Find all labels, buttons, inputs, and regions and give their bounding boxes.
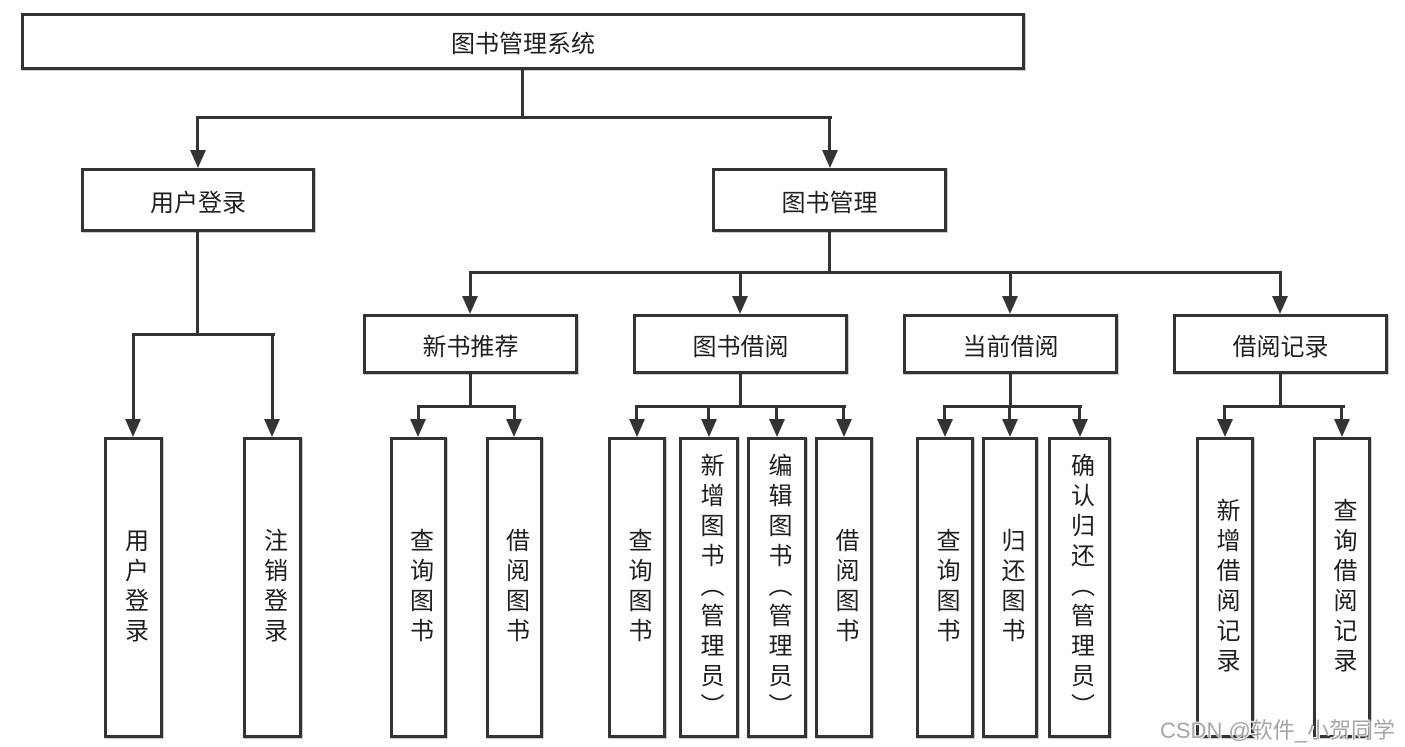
connector-drop-add-books <box>707 405 710 421</box>
connector-new-book-stem <box>469 374 472 408</box>
leaf-return-books: 归还图书 <box>982 437 1038 738</box>
connector-new-book-rail <box>417 405 516 408</box>
connector-user-login-stem <box>196 232 199 336</box>
connector-book-borrow-stem <box>739 374 742 408</box>
leaf-user-login: 用户登录 <box>104 437 163 738</box>
leaf-add-borrow-record: 新增借阅记录 <box>1196 437 1254 738</box>
leaf-query-books-current: 查询图书 <box>916 437 974 738</box>
arrowhead-new-book <box>462 296 478 314</box>
connector-drop-user-login <box>196 116 199 152</box>
node-library-system: 图书管理系统 <box>21 13 1025 70</box>
connector-root-stem <box>521 69 524 119</box>
connector-drop-return-books <box>1008 405 1011 421</box>
node-borrow-records: 借阅记录 <box>1173 314 1388 374</box>
leaf-confirm-return-admin: 确认归还（管理员） <box>1048 437 1111 738</box>
leaf-borrow-books: 借阅图书 <box>815 437 873 738</box>
connector-drop-query-books-a <box>417 405 420 421</box>
connector-drop-query-books-c <box>943 405 946 421</box>
connector-drop-query-borrow-record <box>1340 405 1343 421</box>
leaf-add-books-admin: 新增图书（管理员） <box>679 437 739 738</box>
node-borrow-records-label: 借阅记录 <box>1232 333 1329 361</box>
node-book-management-label: 图书管理 <box>781 189 878 217</box>
connector-drop-borrow-books-a <box>513 405 516 421</box>
arrowhead-book-borrow <box>732 296 748 314</box>
connector-drop-new-book <box>469 271 472 298</box>
leaf-query-books-borrow: 查询图书 <box>608 437 666 738</box>
arrowhead-query-books-a <box>410 419 426 437</box>
arrowhead-leaf-logout <box>264 419 280 437</box>
arrowhead-query-books-c <box>937 419 953 437</box>
connector-drop-query-books-b <box>635 405 638 421</box>
node-current-borrow: 当前借阅 <box>903 314 1118 374</box>
connector-book-borrow-rail <box>635 405 846 408</box>
connector-drop-borrow-books-b <box>842 405 845 421</box>
node-current-borrow-label: 当前借阅 <box>962 333 1059 361</box>
node-user-login-label: 用户登录 <box>150 189 246 217</box>
csdn-watermark: CSDN @软件_小贺同学 <box>1160 718 1396 743</box>
connector-user-login-rail <box>132 333 275 336</box>
arrowhead-query-borrow-record <box>1334 419 1350 437</box>
connector-drop-book-borrow <box>739 271 742 298</box>
leaf-edit-books-admin: 编辑图书（管理员） <box>747 437 807 738</box>
connector-drop-edit-books <box>775 405 778 421</box>
leaf-query-books-recommend: 查询图书 <box>390 437 447 738</box>
arrowhead-leaf-user-login <box>125 419 141 437</box>
arrowhead-current-borrow <box>1002 296 1018 314</box>
connector-drop-leaf-user-login <box>132 333 135 421</box>
connector-drop-current-borrow <box>1009 271 1012 298</box>
node-book-borrow-label: 图书借阅 <box>692 333 789 361</box>
arrowhead-confirm-return <box>1072 419 1088 437</box>
connector-drop-add-borrow-record <box>1223 405 1226 421</box>
node-library-system-label: 图书管理系统 <box>451 31 595 58</box>
leaf-query-borrow-record: 查询借阅记录 <box>1313 437 1371 738</box>
node-new-book-recommend: 新书推荐 <box>363 314 578 374</box>
node-new-book-recommend-label: 新书推荐 <box>422 333 519 361</box>
node-user-login: 用户登录 <box>81 168 315 232</box>
connector-current-borrow-stem <box>1009 374 1012 408</box>
arrowhead-add-books <box>701 419 717 437</box>
connector-borrow-records-rail <box>1223 405 1345 408</box>
connector-root-rail <box>196 116 832 119</box>
connector-drop-leaf-logout <box>271 333 274 421</box>
connector-current-borrow-rail <box>943 405 1082 408</box>
arrowhead-query-books-b <box>629 419 645 437</box>
connector-drop-borrow-records <box>1279 271 1282 298</box>
arrowhead-edit-books <box>769 419 785 437</box>
connector-borrow-records-stem <box>1279 374 1282 408</box>
leaf-borrow-books-recommend: 借阅图书 <box>486 437 543 738</box>
arrowhead-return-books <box>1002 419 1018 437</box>
connector-drop-book-mgmt <box>828 116 831 152</box>
arrowhead-book-mgmt <box>822 150 838 168</box>
node-book-management: 图书管理 <box>712 168 947 232</box>
connector-book-mgmt-rail <box>469 271 1282 274</box>
arrowhead-add-borrow-record <box>1217 419 1233 437</box>
connector-drop-confirm-return <box>1078 405 1081 421</box>
node-book-borrow: 图书借阅 <box>633 314 848 374</box>
connector-book-mgmt-stem <box>828 232 831 274</box>
leaf-logout: 注销登录 <box>243 437 302 738</box>
arrowhead-borrow-books-b <box>836 419 852 437</box>
arrowhead-borrow-books-a <box>506 419 522 437</box>
arrowhead-user-login <box>190 150 206 168</box>
arrowhead-borrow-records <box>1272 296 1288 314</box>
